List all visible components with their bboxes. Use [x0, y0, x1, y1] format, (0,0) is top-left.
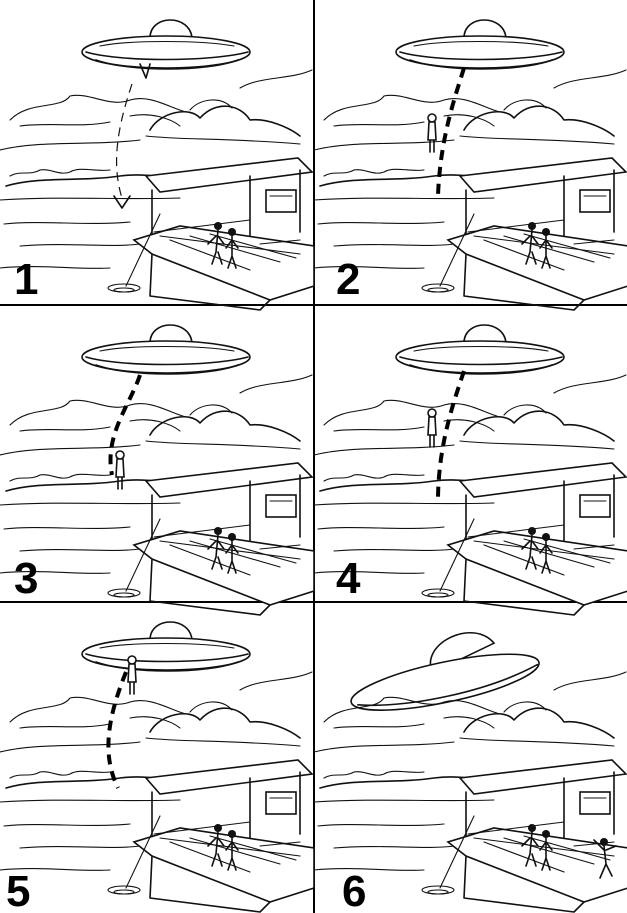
panel-2: 2 — [313, 19, 627, 311]
panel-5: 5 — [0, 621, 315, 913]
clouds-illustration — [313, 374, 627, 456]
light-beam — [436, 67, 466, 197]
saucer-icon — [81, 621, 251, 672]
light-beam — [436, 370, 466, 502]
houseboat-illustration — [421, 759, 627, 913]
panel-number: 1 — [14, 255, 38, 304]
panel-3: 3 — [0, 324, 315, 616]
saucer-icon — [395, 19, 565, 70]
houseboat-illustration — [107, 157, 315, 311]
alien-figure-icon — [127, 655, 137, 695]
saucer-icon — [350, 632, 540, 711]
alien-figure-icon — [115, 450, 125, 490]
houseboat-illustration — [107, 759, 315, 913]
houseboat-illustration — [421, 462, 627, 616]
panel-1: 1 — [0, 19, 315, 311]
saucer-icon — [81, 324, 251, 375]
alien-figure-icon — [427, 408, 437, 448]
clouds-illustration — [0, 374, 313, 456]
houseboat-illustration — [421, 157, 627, 311]
man-gesturing-icon — [593, 838, 617, 879]
panel-number: 4 — [336, 554, 361, 603]
saucer-icon — [81, 19, 251, 70]
panel-number: 3 — [14, 554, 38, 603]
light-beam — [108, 374, 142, 476]
panel-4: 4 — [313, 324, 627, 616]
houseboat-illustration — [107, 462, 315, 616]
panel-number: 2 — [336, 255, 360, 304]
panel-6: 6 — [313, 632, 627, 913]
clouds-illustration — [0, 671, 313, 753]
alien-figure-icon — [427, 113, 437, 153]
saucer-icon — [395, 324, 565, 375]
clouds-illustration — [313, 69, 627, 151]
clouds-illustration — [0, 69, 313, 151]
panel-number: 5 — [6, 867, 30, 913]
panel-number: 6 — [342, 867, 366, 913]
light-beam — [106, 671, 128, 789]
